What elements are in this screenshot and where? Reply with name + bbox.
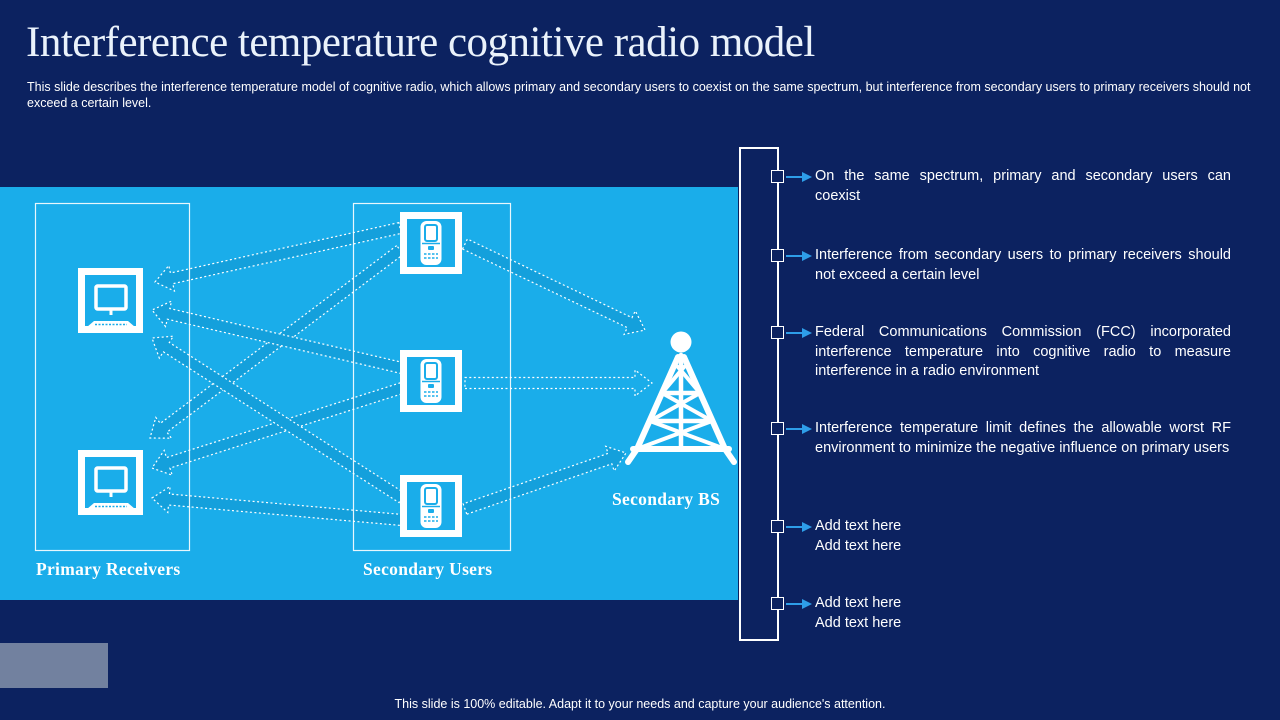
bullet-text: Federal Communications Commission (FCC) … — [815, 324, 1231, 379]
arrow-right-icon — [786, 599, 812, 609]
bullet-text: Interference from secondary users to pri… — [815, 247, 1231, 283]
connector-square — [771, 422, 784, 435]
band-arrow — [462, 445, 627, 515]
diagram-canvas — [34, 202, 737, 552]
connector-square — [771, 249, 784, 262]
band-arrow — [151, 382, 405, 477]
primary-receivers-box — [34, 202, 191, 552]
secondary-users-box — [352, 202, 512, 552]
primary-receivers-label: Primary Receivers — [36, 559, 181, 579]
slide-description: This slide describes the interference te… — [27, 80, 1251, 110]
connector-square — [771, 326, 784, 339]
arrow-right-icon — [786, 522, 812, 532]
arrow-right-icon — [786, 172, 812, 182]
band-arrow — [151, 335, 406, 504]
arrow-right-icon — [786, 424, 812, 434]
phone-icon — [404, 479, 459, 534]
band-arrow — [151, 300, 404, 375]
connector-square — [771, 170, 784, 183]
signal-arrows — [149, 221, 653, 527]
phone-icon — [400, 212, 462, 274]
band-arrow — [151, 485, 404, 527]
computer-icon — [78, 268, 143, 333]
phone-icon — [404, 354, 459, 409]
band-arrow — [461, 238, 646, 336]
bullet-text: Interference temperature limit defines t… — [815, 420, 1231, 456]
arrow-right-icon — [786, 328, 812, 338]
bullet-text: Add text here Add text here — [815, 518, 902, 554]
connector-square — [771, 597, 784, 610]
connector-square — [771, 520, 784, 533]
bullet-text: On the same spectrum, primary and second… — [815, 168, 1231, 204]
arrow-right-icon — [786, 251, 812, 261]
accent-rectangle — [0, 643, 108, 688]
band-arrow — [154, 221, 402, 293]
bullet-text: Add text here Add text here — [815, 595, 902, 631]
page-title: Interference temperature cognitive radio… — [26, 19, 815, 66]
computer-icon — [82, 454, 140, 512]
band-arrow — [464, 368, 653, 398]
footer-note: This slide is 100% editable. Adapt it to… — [394, 697, 886, 711]
secondary-users-label: Secondary Users — [363, 559, 493, 579]
secondary-bs-label: Secondary BS — [612, 489, 721, 509]
callout-spine — [739, 147, 779, 641]
tower-icon — [625, 331, 737, 465]
